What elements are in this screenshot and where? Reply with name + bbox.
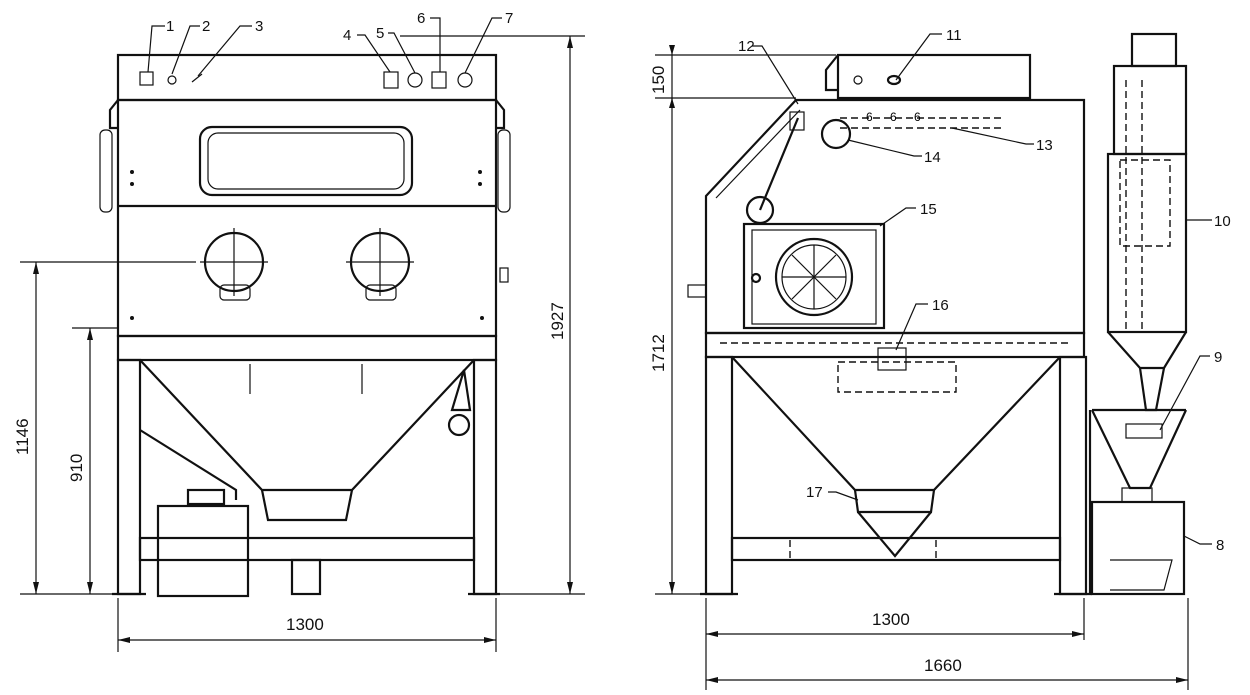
dim-side-cabinet-width: 1300 <box>872 610 910 629</box>
callout-2: 2 <box>202 18 210 35</box>
callout-16: 16 <box>932 297 949 314</box>
callout-8: 8 <box>1216 537 1224 554</box>
callout-13: 13 <box>1036 137 1053 154</box>
callout-6: 6 <box>417 10 425 27</box>
svg-text:6: 6 <box>914 110 921 124</box>
callout-3: 3 <box>255 18 263 35</box>
callout-15: 15 <box>920 201 937 218</box>
callout-14: 14 <box>924 149 941 166</box>
dim-side-height: 1712 <box>649 334 668 372</box>
callout-1: 1 <box>166 18 174 35</box>
dimension-lines: 1300 1927 1146 910 150 1712 1300 <box>13 35 1189 690</box>
callouts: 1 2 3 4 5 6 7 8 9 10 11 12 13 14 15 16 1… <box>147 10 1231 554</box>
svg-text:6: 6 <box>890 110 897 124</box>
callout-12: 12 <box>738 38 755 55</box>
dim-front-base-height: 910 <box>67 454 86 482</box>
callout-7: 7 <box>505 10 513 27</box>
dim-side-total-width: 1660 <box>924 656 962 675</box>
svg-text:6: 6 <box>866 110 873 124</box>
callout-10: 10 <box>1214 213 1231 230</box>
dim-side-top-panel: 150 <box>649 66 668 94</box>
callout-5: 5 <box>376 25 384 42</box>
dim-front-height: 1927 <box>548 302 567 340</box>
dim-front-width: 1300 <box>286 615 324 634</box>
callout-9: 9 <box>1214 349 1222 366</box>
side-view: 6 6 6 <box>687 32 1188 596</box>
callout-4: 4 <box>343 27 351 44</box>
callout-11: 11 <box>946 27 962 44</box>
front-view <box>99 53 511 598</box>
dim-front-window-height: 1146 <box>13 418 32 455</box>
callout-17: 17 <box>806 484 823 501</box>
